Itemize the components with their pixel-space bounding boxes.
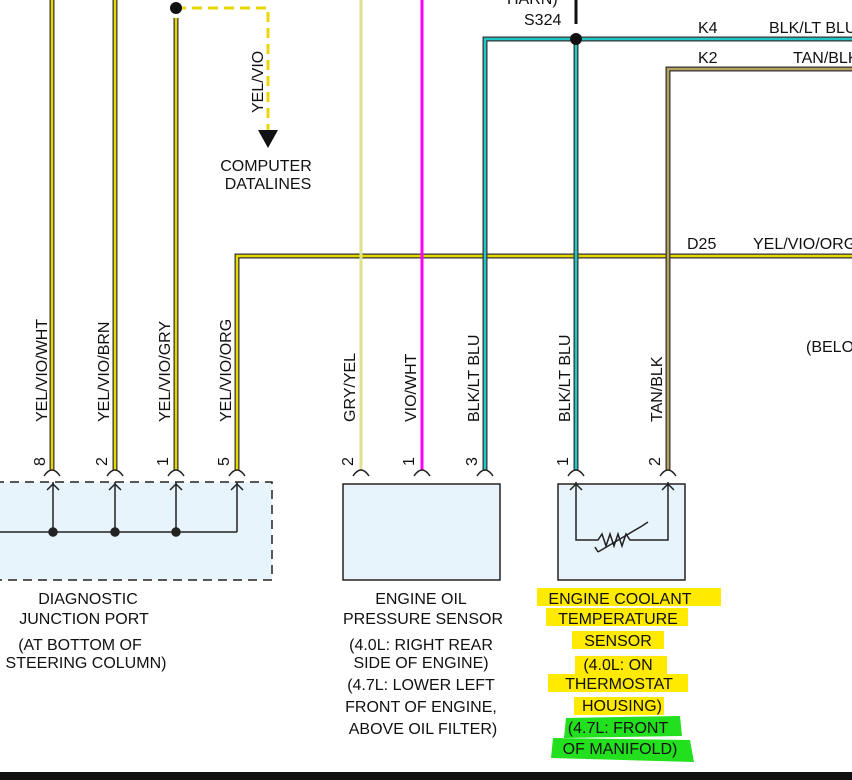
below-fragment: (BELOW xyxy=(806,339,852,356)
wire-label-8: BLK/LT BLU xyxy=(557,335,574,422)
wire-k4-color: BLK/LT BLU xyxy=(769,20,852,37)
pin-number-6: 1 xyxy=(401,457,418,466)
ect-location-line3: HOUSING) xyxy=(582,698,662,715)
djp-name-line1: DIAGNOSTIC xyxy=(38,591,138,608)
wire-label-1: YEL/VIO/WHT xyxy=(34,319,51,422)
highlight-ect-1 xyxy=(537,588,721,606)
eops-location-line2: SIDE OF ENGINE) xyxy=(353,655,488,672)
highlight-ect-6 xyxy=(574,697,664,715)
djp-name-line2: JUNCTION PORT xyxy=(19,611,149,628)
highlight-green-2 xyxy=(551,738,694,762)
pin-number-5: 2 xyxy=(340,457,357,466)
splice-points xyxy=(170,2,582,45)
wire-label-4: YEL/VIO/ORG xyxy=(218,319,235,422)
highlight-ect-2 xyxy=(546,608,688,626)
ect-location-line5: OF MANIFOLD) xyxy=(563,741,678,758)
highlight-green-1 xyxy=(564,716,682,738)
pin-number-3: 1 xyxy=(155,457,172,466)
pin-number-9: 2 xyxy=(647,457,664,466)
bottom-border xyxy=(0,772,852,780)
pin-k4: K4 xyxy=(698,20,718,37)
connector-chevrons xyxy=(43,469,677,477)
djp-location-line1: (AT BOTTOM OF xyxy=(18,637,142,654)
harn-fragment: HARN) xyxy=(507,0,558,8)
computer-datalines-line1: COMPUTER xyxy=(220,158,312,175)
ect-location-line4: (4.7L: FRONT xyxy=(568,720,669,737)
wire-d25-color: YEL/VIO/ORG xyxy=(753,236,852,253)
pin-number-7: 3 xyxy=(464,457,481,466)
wire-label-7: BLK/LT BLU xyxy=(466,335,483,422)
pin-d25: D25 xyxy=(687,236,716,253)
ect-location-line1: (4.0L: ON xyxy=(583,657,652,674)
highlight-ect-4 xyxy=(575,656,667,674)
pin-number-4: 5 xyxy=(216,457,233,466)
wire-lines xyxy=(49,0,852,470)
diagnostic-junction-port-box xyxy=(0,481,273,581)
computer-datalines-line2: DATALINES xyxy=(225,176,312,193)
eops-location-line3: (4.7L: LOWER LEFT xyxy=(347,677,495,694)
pin-arrows xyxy=(46,482,675,491)
wire-label-3: YEL/VIO/GRY xyxy=(157,321,174,422)
eops-location-line5: ABOVE OIL FILTER) xyxy=(349,721,497,738)
djp-location-line2: STEERING COLUMN) xyxy=(6,655,167,672)
splice-label: S324 xyxy=(524,12,561,29)
splice-dot-s324 xyxy=(570,33,582,45)
ect-name-line3: SENSOR xyxy=(584,633,652,650)
wire-label-5: GRY/YEL xyxy=(342,353,359,422)
pin-number-2: 2 xyxy=(94,457,111,466)
engine-coolant-temperature-sensor-box xyxy=(557,483,686,581)
wire-label-9: TAN/BLK xyxy=(649,356,666,422)
highlight-ect-3 xyxy=(572,631,664,649)
eops-name-line2: PRESSURE SENSOR xyxy=(343,611,503,628)
eops-location-line4: FRONT OF ENGINE, xyxy=(345,699,497,716)
pin-k2: K2 xyxy=(698,50,718,67)
pin-number-8: 1 xyxy=(555,457,572,466)
wire-label-2: YEL/VIO/BRN xyxy=(96,322,113,422)
datalines-arrow xyxy=(258,130,278,148)
thermistor-symbol xyxy=(575,482,669,553)
ect-location-line2: THERMOSTAT xyxy=(565,676,673,693)
djp-internal-wiring xyxy=(0,482,238,537)
eops-location-line1: (4.0L: RIGHT REAR xyxy=(349,637,493,654)
ect-name-line1: ENGINE COOLANT xyxy=(548,591,691,608)
dest-wire-label: YEL/VIO xyxy=(250,51,267,113)
wire-k2-color: TAN/BLK xyxy=(793,50,852,67)
engine-oil-pressure-sensor-box xyxy=(342,483,501,581)
highlight-ect-5 xyxy=(548,674,688,692)
pin-number-1: 8 xyxy=(32,457,49,466)
splice-dot-top-left xyxy=(170,2,182,14)
wire-label-6: VIO/WHT xyxy=(403,353,420,422)
eops-name-line1: ENGINE OIL xyxy=(375,591,467,608)
highlight-marks xyxy=(537,588,721,762)
ect-name-line2: TEMPERATURE xyxy=(558,611,678,628)
